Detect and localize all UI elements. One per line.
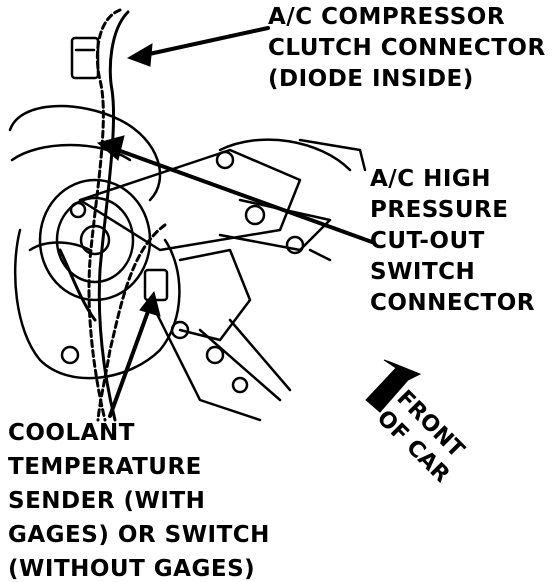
label-line: GAGES) OR SWITCH (8, 522, 270, 548)
pointer-high-pressure-switch (96, 135, 374, 244)
coolant-sender (143, 268, 169, 302)
label-line: (WITHOUT GAGES) (8, 556, 256, 582)
compressor-connector-plug (70, 36, 100, 80)
high-pressure-switch-label: A/C HIGH PRESSURE CUT-OUT SWITCH CONNECT… (370, 164, 535, 319)
label-line: (DIODE INSIDE) (268, 66, 474, 92)
compressor-body (8, 104, 181, 380)
front-of-car-arrow (365, 359, 422, 413)
label-line: A/C COMPRESSOR (268, 4, 506, 30)
pointer-compressor-connector (126, 26, 270, 67)
label-line: CUT-OUT (370, 228, 485, 254)
pointer-coolant-sender (108, 290, 161, 418)
label-line: CONNECTOR (370, 290, 535, 316)
compressor-connector-label: A/C COMPRESSOR CLUTCH CONNECTOR (DIODE I… (268, 2, 546, 95)
label-line: SENDER (WITH (8, 488, 206, 514)
coolant-sender-label: COOLANT TEMPERATURE SENDER (WITH GAGES) … (8, 416, 270, 582)
label-line: A/C HIGH (370, 166, 492, 192)
label-line: CLUTCH CONNECTOR (268, 35, 546, 61)
label-line: TEMPERATURE (8, 454, 202, 480)
label-line: SWITCH (370, 259, 476, 285)
engine-block (60, 138, 367, 422)
label-line: PRESSURE (370, 197, 509, 223)
label-line: COOLANT (8, 420, 135, 446)
